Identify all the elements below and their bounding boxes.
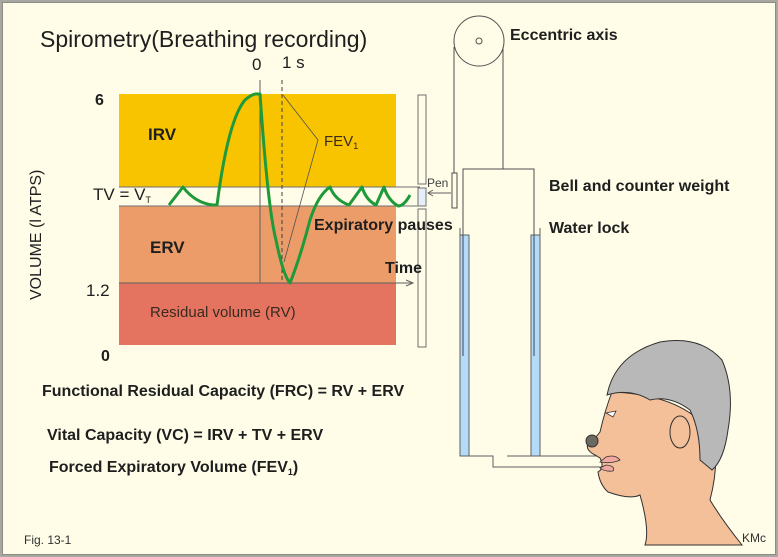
pen-holder xyxy=(451,172,458,209)
fev-formula-sub: 1 xyxy=(287,467,293,477)
y-tick-1-2: 1.2 xyxy=(86,281,110,300)
y-tick-0: 0 xyxy=(101,348,110,365)
eccentric-pulley xyxy=(453,15,505,67)
expiratory-pauses-label: Expiratory pauses xyxy=(314,217,453,234)
eccentric-axis-label: Eccentric axis xyxy=(510,27,618,44)
fev1-bracket xyxy=(282,94,319,263)
fev-formula-close: ) xyxy=(292,459,299,476)
head-illustration xyxy=(585,339,744,546)
water-lock-left xyxy=(459,234,470,457)
time-label: Time xyxy=(385,260,423,277)
figure-title: Spirometry(Breathing recording) xyxy=(40,26,368,52)
one-second-label: 1 s xyxy=(282,53,305,72)
bell xyxy=(462,168,535,356)
bell-label: Bell and counter weight xyxy=(549,178,730,195)
rv-label: Residual volume (RV) xyxy=(150,304,296,321)
fev-formula: Forced Expiratory Volume (FEV1) xyxy=(49,459,298,477)
breathing-trace xyxy=(167,92,412,285)
erv-label: ERV xyxy=(150,238,185,257)
fev1-sub: 1 xyxy=(353,141,359,151)
water-lock-label: Water lock xyxy=(549,220,630,237)
drum-window xyxy=(417,187,427,207)
drum-upper xyxy=(417,94,427,185)
mouth-tube xyxy=(460,455,605,468)
y-axis-label: VOLUME (l ATPS) xyxy=(28,169,45,300)
pen-label: Pen xyxy=(427,176,449,190)
frc-formula: Functional Residual Capacity (FRC) = RV … xyxy=(42,383,405,400)
irv-zone xyxy=(119,94,396,187)
rv-zone xyxy=(119,283,396,345)
irv-label: IRV xyxy=(148,125,177,144)
author-credit: KMc xyxy=(742,531,766,545)
water-lock-right xyxy=(530,234,541,457)
fev1-label: FEV1 xyxy=(324,133,358,151)
figure-number: Fig. 13-1 xyxy=(24,533,72,547)
erv-zone xyxy=(119,206,396,283)
tv-label-sub: T xyxy=(145,195,151,205)
y-tick-6: 6 xyxy=(95,92,104,109)
tv-label: TV = VT xyxy=(93,185,151,205)
fev-formula-text: Forced Expiratory Volume (FEV xyxy=(49,459,288,476)
time-zero-label: 0 xyxy=(252,55,262,74)
fev1-text: FEV xyxy=(324,133,354,150)
tv-label-text: TV = V xyxy=(93,185,146,204)
vc-formula: Vital Capacity (VC) = IRV + TV + ERV xyxy=(47,427,324,444)
drum-lower xyxy=(417,208,427,348)
